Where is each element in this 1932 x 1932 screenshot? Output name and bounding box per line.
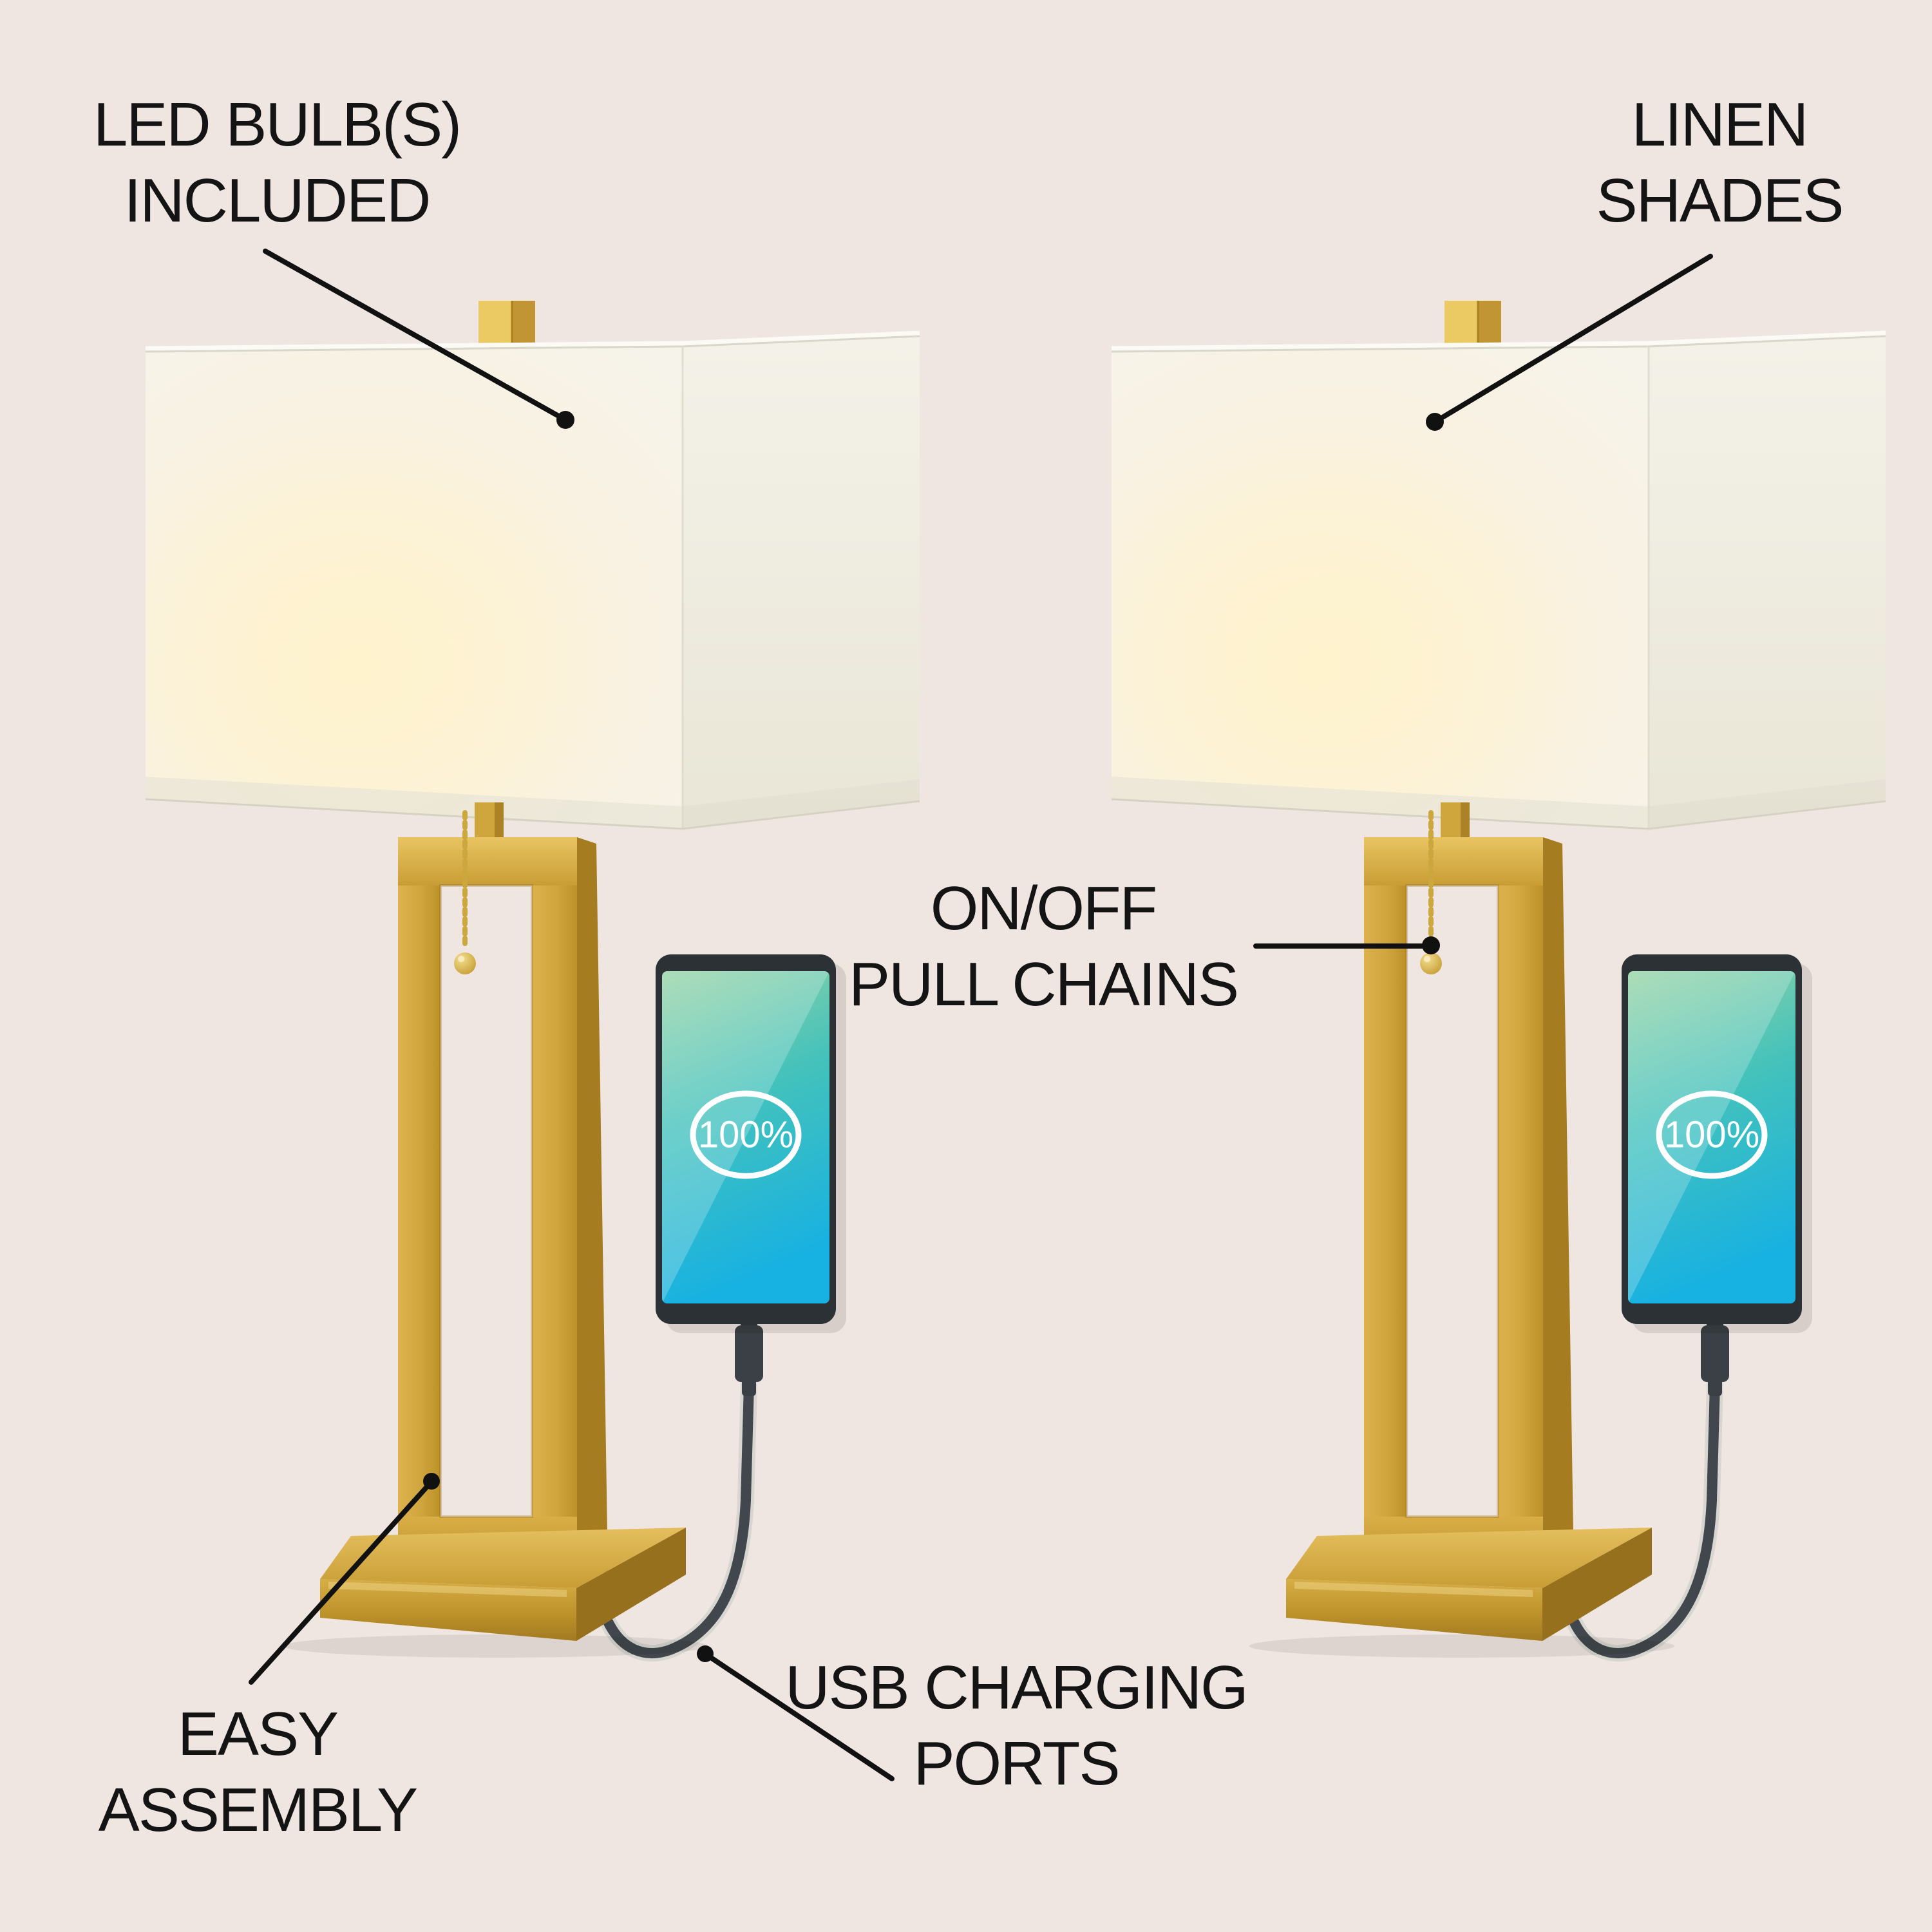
label-line: SHADES [1596, 166, 1844, 235]
label-line: LED BULB(S) [93, 90, 462, 159]
label-line: EASY [177, 1700, 339, 1768]
label-line: PORTS [913, 1729, 1121, 1798]
dot-pull-chains [1422, 936, 1440, 954]
dot-easy-assembly [423, 1473, 440, 1490]
label-linen-shades: LINEN SHADES [1596, 87, 1844, 239]
battery-percent-right: 100% [1663, 1113, 1760, 1156]
label-line: ON/OFF [930, 874, 1158, 943]
leader-easy-assembly [249, 1481, 433, 1685]
leader-linen-shades [1434, 254, 1713, 424]
lamp-left [146, 301, 920, 1658]
leader-usb-ports [703, 1651, 895, 1781]
leader-lines [249, 249, 1713, 1781]
label-easy-assembly: EASY ASSEMBLY [98, 1696, 418, 1848]
leader-led-bulbs [263, 249, 568, 422]
label-line: ASSEMBLY [98, 1776, 418, 1844]
dot-led-bulbs [556, 411, 574, 429]
label-line: USB CHARGING [785, 1653, 1248, 1722]
label-line: LINEN [1631, 90, 1809, 159]
dot-usb-ports [697, 1645, 714, 1662]
label-line: INCLUDED [124, 166, 431, 235]
battery-percent-left: 100% [697, 1113, 794, 1156]
leader-dots [423, 411, 1444, 1662]
label-on-off-pull-chains: ON/OFF PULL CHAINS [849, 871, 1239, 1023]
label-led-bulbs-included: LED BULB(S) INCLUDED [93, 87, 462, 239]
label-usb-charging-ports: USB CHARGING PORTS [785, 1650, 1248, 1802]
label-line: PULL CHAINS [849, 950, 1239, 1019]
dot-linen-shades [1426, 413, 1444, 431]
